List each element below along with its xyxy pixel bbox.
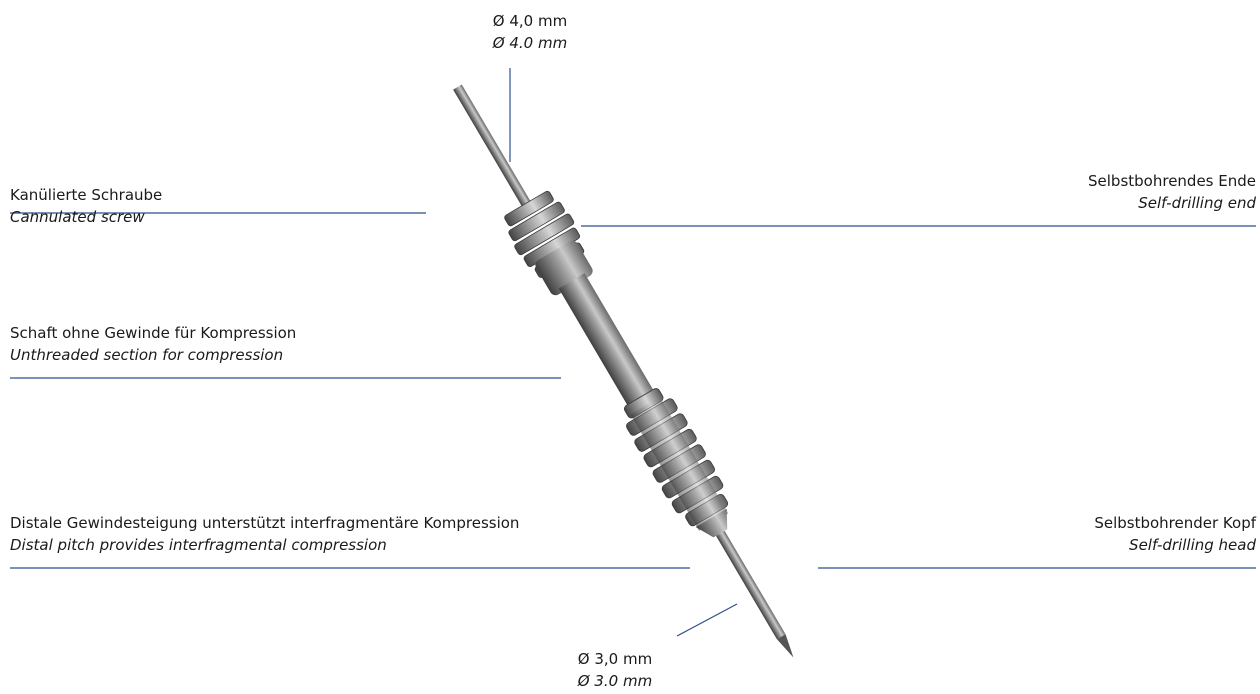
top-diameter-de: Ø 4,0 mm [470, 10, 590, 32]
label-self-drilling-end: Selbstbohrendes Ende Self-drilling end [1088, 170, 1256, 214]
unthreaded-shaft [559, 273, 653, 405]
label-bottom-diameter: Ø 3,0 mm Ø 3.0 mm [555, 648, 675, 692]
label-distal-pitch: Distale Gewindesteigung unterstützt inte… [10, 512, 519, 556]
distal-pitch-en: Distal pitch provides interfragmental co… [10, 534, 519, 556]
guide-wire-bottom [716, 531, 786, 639]
self-drilling-head-de: Selbstbohrender Kopf [1094, 512, 1256, 534]
top-diameter-en: Ø 4.0 mm [470, 32, 590, 54]
bottom-diameter-de: Ø 3,0 mm [555, 648, 675, 670]
label-top-diameter: Ø 4,0 mm Ø 4.0 mm [470, 10, 590, 54]
distal-pitch-de: Distale Gewindesteigung unterstützt inte… [10, 512, 519, 534]
cannulated-en: Cannulated screw [10, 206, 162, 228]
cannulated-de: Kanülierte Schraube [10, 184, 162, 206]
self-drilling-end-de: Selbstbohrendes Ende [1088, 170, 1256, 192]
unthreaded-en: Unthreaded section for compression [10, 344, 296, 366]
bottom-diameter-en: Ø 3.0 mm [555, 670, 675, 692]
label-self-drilling-head: Selbstbohrender Kopf Self-drilling head [1094, 512, 1256, 556]
self-drilling-end-en: Self-drilling end [1088, 192, 1256, 214]
self-drilling-head-en: Self-drilling head [1094, 534, 1256, 556]
label-cannulated-screw: Kanülierte Schraube Cannulated screw [10, 184, 162, 228]
label-unthreaded-section: Schaft ohne Gewinde für Kompression Unth… [10, 322, 296, 366]
leader-bottom-diameter [677, 604, 737, 636]
guide-wire-point [777, 634, 798, 660]
unthreaded-de: Schaft ohne Gewinde für Kompression [10, 322, 296, 344]
guide-wire-top [453, 85, 533, 211]
